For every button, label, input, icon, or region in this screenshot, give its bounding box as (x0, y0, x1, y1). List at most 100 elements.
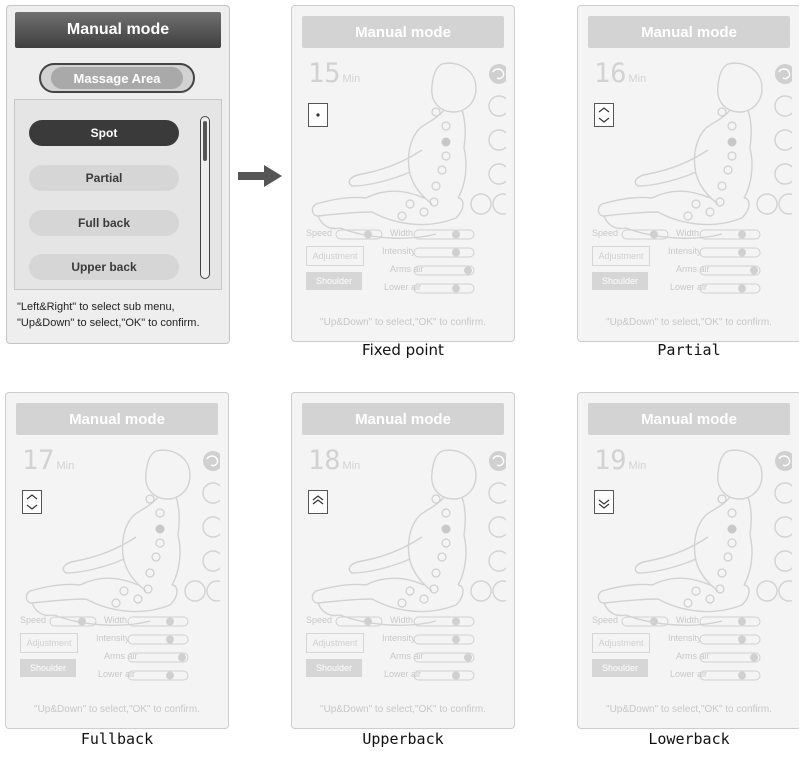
manual-mode-screen-5: Manual mode 19 Min (577, 392, 799, 729)
width-label: Width (390, 615, 413, 625)
speed-label: Speed (592, 615, 618, 625)
lower-air-label: Lower air (98, 669, 135, 679)
screen-title: Manual mode (302, 16, 504, 48)
intensity-label: Intensity (96, 633, 130, 643)
time-display: 15 Min (308, 60, 360, 87)
body-diagram: Speed Width Intensity Arms air Lower air (592, 62, 792, 294)
adjustment-button[interactable]: Adjustment (592, 633, 650, 653)
minutes-unit: Min (342, 460, 361, 472)
minutes-unit: Min (56, 460, 75, 472)
speed-label: Speed (20, 615, 46, 625)
scrollbar-thumb[interactable] (203, 121, 207, 161)
manual-mode-screen-4: Manual mode 18 Min (291, 392, 515, 729)
dot-icon (316, 113, 320, 117)
time-display: 17 Min (22, 447, 74, 474)
up-down-icon (598, 107, 610, 123)
arms-air-label: Arms air (676, 264, 710, 274)
menu-title: Manual mode (15, 12, 221, 48)
lower-air-label: Lower air (384, 282, 421, 292)
speed-label: Speed (306, 615, 332, 625)
position-control[interactable] (594, 490, 614, 514)
shoulder-button[interactable]: Shoulder (592, 659, 648, 677)
screen-title: Manual mode (588, 403, 790, 435)
screen-caption: Lowerback (648, 730, 730, 748)
screen-caption: Fixed point (362, 341, 444, 359)
body-diagram: Speed Width Intensity Arms air Lower air (306, 449, 506, 681)
arms-air-label: Arms air (390, 651, 424, 661)
position-control[interactable] (308, 490, 328, 514)
position-control[interactable] (308, 103, 328, 127)
arms-air-label: Arms air (676, 651, 710, 661)
shoulder-button[interactable]: Shoulder (306, 272, 362, 290)
body-diagram: Speed Width Intensity Arms air Lower air (592, 449, 792, 681)
position-control[interactable] (22, 490, 42, 514)
menu-help-text: "Left&Right" to select sub menu, "Up&Dow… (17, 299, 200, 331)
speed-label: Speed (592, 228, 618, 238)
time-display: 16 Min (594, 60, 646, 87)
manual-mode-screen-2: Manual mode 16 Min (577, 5, 799, 342)
minutes-value: 17 (22, 445, 55, 476)
massage-area-list: Spot Partial Full back Upper back (14, 99, 222, 290)
time-display: 19 Min (594, 447, 646, 474)
screen-caption: Upperback (362, 730, 444, 748)
screen-help-text: "Up&Down" to select,"OK" to confirm. (320, 704, 486, 715)
screen-help-text: "Up&Down" to select,"OK" to confirm. (606, 317, 772, 328)
body-diagram: Speed Width Intensity Arms air Lower air (306, 62, 506, 294)
screen-caption: Fullback (80, 730, 154, 748)
screen-help-text: "Up&Down" to select,"OK" to confirm. (320, 317, 486, 328)
lower-air-label: Lower air (670, 282, 707, 292)
right-arrow-icon (238, 165, 282, 187)
width-label: Width (676, 228, 699, 238)
screen-title: Manual mode (588, 16, 790, 48)
shoulder-button[interactable]: Shoulder (592, 272, 648, 290)
massage-area-label: Massage Area (51, 67, 183, 89)
intensity-label: Intensity (668, 246, 702, 256)
width-label: Width (104, 615, 127, 625)
body-diagram: Speed Width Intensity Arms air Lower air (20, 449, 220, 681)
adjustment-button[interactable]: Adjustment (306, 246, 364, 266)
manual-mode-screen-1: Manual mode 15 Min (291, 5, 515, 342)
screen-title: Manual mode (16, 403, 218, 435)
list-item-full-back[interactable]: Full back (29, 210, 179, 236)
help-line-2: "Up&Down" to select,"OK" to confirm. (17, 317, 200, 329)
screen-title: Manual mode (302, 403, 504, 435)
intensity-label: Intensity (382, 633, 416, 643)
list-item-spot[interactable]: Spot (29, 120, 179, 146)
intensity-label: Intensity (668, 633, 702, 643)
adjustment-button[interactable]: Adjustment (592, 246, 650, 266)
minutes-value: 19 (594, 445, 627, 476)
minutes-unit: Min (628, 73, 647, 85)
double-up-icon (312, 495, 324, 505)
scrollbar[interactable] (200, 116, 210, 279)
minutes-value: 15 (308, 58, 341, 89)
adjustment-button[interactable]: Adjustment (20, 633, 78, 653)
massage-area-tab[interactable]: Massage Area (39, 63, 195, 93)
arms-air-label: Arms air (390, 264, 424, 274)
manual-mode-menu: Manual mode Massage Area Spot Partial Fu… (6, 5, 230, 344)
shoulder-button[interactable]: Shoulder (306, 659, 362, 677)
intensity-label: Intensity (382, 246, 416, 256)
screen-help-text: "Up&Down" to select,"OK" to confirm. (606, 704, 772, 715)
double-down-icon (598, 499, 610, 509)
minutes-unit: Min (628, 460, 647, 472)
time-display: 18 Min (308, 447, 360, 474)
list-item-partial[interactable]: Partial (29, 165, 179, 191)
width-label: Width (676, 615, 699, 625)
screen-help-text: "Up&Down" to select,"OK" to confirm. (34, 704, 200, 715)
lower-air-label: Lower air (384, 669, 421, 679)
arms-air-label: Arms air (104, 651, 138, 661)
list-item-upper-back[interactable]: Upper back (29, 254, 179, 280)
adjustment-button[interactable]: Adjustment (306, 633, 364, 653)
width-label: Width (390, 228, 413, 238)
lower-air-label: Lower air (670, 669, 707, 679)
help-line-1: "Left&Right" to select sub menu, (17, 301, 175, 313)
minutes-value: 16 (594, 58, 627, 89)
speed-label: Speed (306, 228, 332, 238)
minutes-unit: Min (342, 73, 361, 85)
minutes-value: 18 (308, 445, 341, 476)
manual-mode-screen-3: Manual mode 17 Min (5, 392, 229, 729)
shoulder-button[interactable]: Shoulder (20, 659, 76, 677)
screen-caption: Partial (657, 341, 721, 359)
up-down-icon (26, 494, 38, 510)
position-control[interactable] (594, 103, 614, 127)
